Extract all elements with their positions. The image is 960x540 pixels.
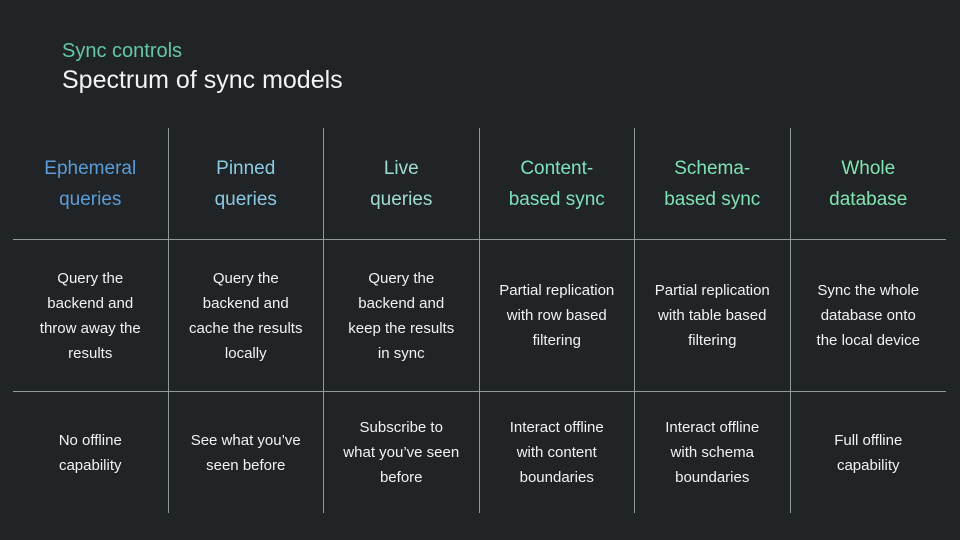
offline-cell-live-queries: Subscribe to what you’ve seen before	[324, 391, 480, 513]
description-cell-schema-based-sync: Partial replication with table based fil…	[635, 239, 791, 391]
description-cell-whole-database: Sync the whole database onto the local d…	[790, 239, 946, 391]
header-cell-pinned-queries: Pinned queries	[169, 128, 324, 239]
sync-models-table: Ephemeral queries Pinned queries Live qu…	[13, 128, 946, 513]
offline-cell-ephemeral-queries: No offline capability	[13, 391, 169, 513]
description-cell-pinned-queries: Query the backend and cache the results …	[168, 239, 324, 391]
header-cell-content-based-sync: Content- based sync	[480, 128, 635, 239]
header-cell-ephemeral-queries: Ephemeral queries	[13, 128, 169, 239]
header-cell-whole-database: Whole database	[829, 157, 908, 210]
header-cell-schema-based-sync: Schema- based sync	[635, 128, 791, 239]
description-cell-content-based-sync: Partial replication with row based filte…	[479, 239, 635, 391]
slide-eyebrow: Sync controls	[62, 40, 183, 62]
offline-cell-pinned-queries: See what you’ve seen before	[168, 391, 324, 513]
header-cell-live-queries: Live queries	[324, 128, 480, 239]
description-cell-ephemeral-queries: Query the backend and throw away the res…	[13, 239, 169, 391]
slide-header: Sync controls Spectrum of sync models	[62, 38, 343, 96]
offline-cell-whole-database: Full offline capability	[790, 391, 946, 513]
offline-cell-content-based-sync: Interact offline with content boundaries	[479, 391, 635, 513]
slide-title: Spectrum of sync models	[62, 66, 343, 94]
description-cell-live-queries: Query the backend and keep the results i…	[324, 239, 480, 391]
offline-cell-schema-based-sync: Interact offline with schema boundaries	[635, 391, 791, 513]
